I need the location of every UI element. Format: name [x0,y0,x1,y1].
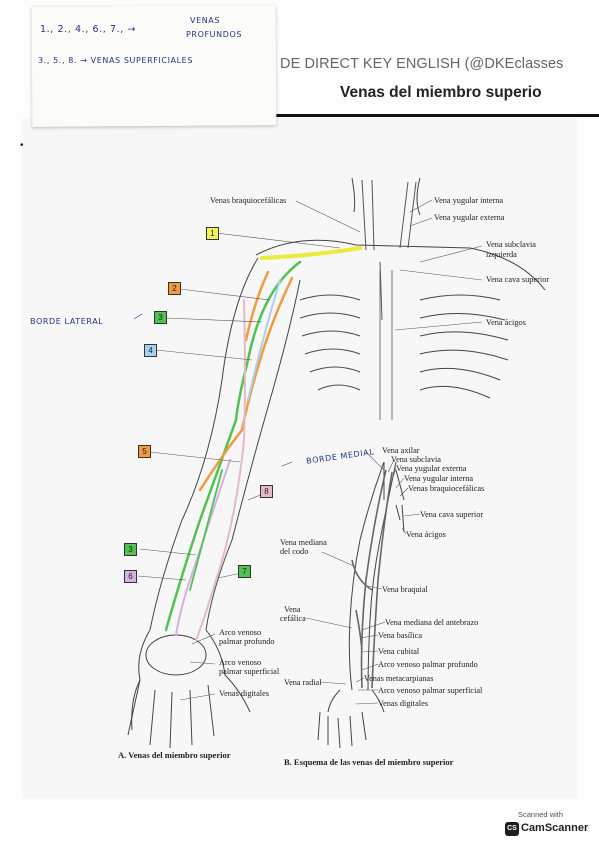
label-arco-superficial-1: Arco venoso [219,658,262,667]
label-b-braquial: Vena braquial [382,585,428,594]
label-b-arco-superficial: Arco venoso palmar superficial [378,686,483,695]
caption-figure-a: A. Venas del miembro superior [118,750,231,760]
vein-1-subclavia [260,246,362,260]
vein-number-box: 7 [238,565,251,578]
neck-outline [351,177,356,213]
vein-number-box: 3 [124,543,137,556]
vein-2-axilar [244,270,270,342]
label-b-braquiocefalicas: Venas braquiocefálicas [408,484,485,493]
label-b-digitales: Venas digitales [378,699,428,708]
label-subclavia-izq-2: izquierda [486,250,517,259]
label-b-cefalica-1: Vena [284,605,301,614]
label-b-mediana-codo-2: del codo [280,547,309,556]
label-b-basilica: Vena basílica [378,631,422,640]
label-b-axilar: Vena axilar [382,446,420,455]
label-b-cubital: Vena cubital [378,647,420,656]
vein-number-box: 3 [154,311,167,324]
sticky-line2: 3., 5., 8. → VENAS SUPERFICIALES [38,56,194,65]
camscanner-scanned-with: Scanned with [518,810,564,819]
caption-figure-b: B. Esquema de las venas del miembro supe… [284,757,454,767]
sticky-line1-profundos: PROFUNDOS [186,30,243,39]
label-arco-profundo-1: Arco venoso [219,628,262,637]
neck-outline-right [416,177,421,216]
label-b-arco-profundo: Arco venoso palmar profundo [378,660,478,669]
label-arco-superficial-2: palmar superficial [219,667,280,676]
label-venas-braquiocefalicas: Venas braquiocefálicas [210,196,287,205]
vein-7-radial [189,469,223,591]
vein-number-box: 4 [144,344,157,357]
label-cava-superior: Vena cava superior [486,275,550,284]
label-b-yugular-interna: Vena yugular interna [404,474,474,483]
label-venas-digitales: Venas digitales [219,689,269,698]
label-acigos: Vena ácigos [486,318,526,327]
label-b-acigos: Vena ácigos [406,530,446,539]
vein-number-box: 1 [206,227,219,240]
label-yugular-interna: Vena yugular interna [434,196,504,205]
label-yugular-externa: Vena yugular externa [434,213,505,222]
vein-5-mediana [198,428,244,492]
source-header: DE DIRECT KEY ENGLISH (@DKEclasses [280,56,564,72]
vein-number-box: 8 [260,485,273,498]
sticky-line1-numbers: 1., 2., 4., 6., 7., → [40,24,137,35]
vein-6-cubital [175,459,231,636]
label-b-metacarpianas: Venas metacarpianas [364,674,434,683]
label-b-radial: Vena radial [284,678,322,687]
label-b-cava-superior: Vena cava superior [420,510,484,519]
vein-8-basilica [195,299,246,641]
label-b-subclavia: Vena subclavia [391,455,441,464]
borde-lateral-note: BORDE LATERAL [30,317,104,326]
vein-5-upper [240,276,294,432]
vein-4-braquial [247,279,281,401]
label-b-mediana-codo-1: Vena mediana [280,538,327,547]
textbook-scan-area [22,118,577,798]
label-b-yugular-externa: Vena yugular externa [396,464,467,473]
label-b-mediana-antebrazo: Vena mediana del antebrazo [385,618,479,627]
vein-number-box: 5 [138,445,151,458]
vein-number-box: 2 [168,282,181,295]
arm-medial-outline [205,279,301,631]
camscanner-name: CamScanner [521,822,589,834]
label-b-cefalica-2: cefálica [280,614,306,623]
camscanner-logo-icon: CS [505,822,519,836]
vein-3-cephalic-upper [234,260,302,422]
vein-3-cephalic-lower [164,418,238,632]
label-subclavia-izq-1: Vena subclavia [486,240,536,249]
arm-lateral-outline [149,257,259,631]
header-rule [275,114,599,117]
label-arco-profundo-2: palmar profundo [219,637,275,646]
chapter-title: Venas del miembro superio [340,84,542,101]
margin-dot: • [20,140,24,151]
vein-number-box: 6 [124,570,137,583]
shoulder-outline [255,239,546,291]
sticky-line1-venas: VENAS [190,16,221,25]
